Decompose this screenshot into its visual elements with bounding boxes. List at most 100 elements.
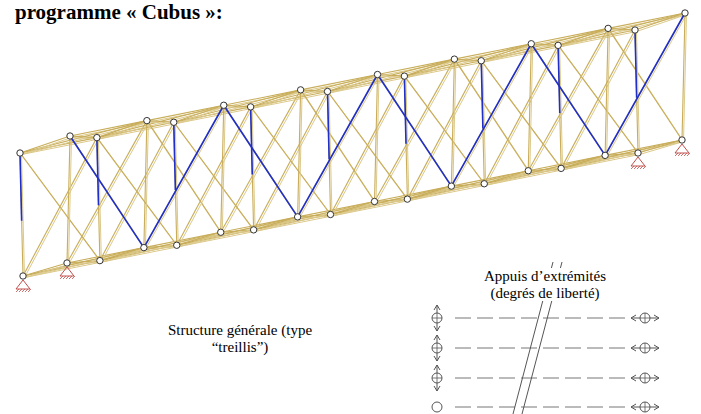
- truss-joint: [679, 137, 685, 143]
- truss-member: [481, 61, 484, 184]
- support-symbol: [631, 157, 645, 166]
- truss-member: [406, 61, 456, 78]
- truss-joint: [297, 87, 303, 93]
- arrow-head: [434, 386, 440, 391]
- support-hatch: [687, 153, 690, 156]
- bracing-member: [251, 107, 253, 175]
- truss-member: [605, 13, 685, 155]
- truss-member: [70, 136, 97, 138]
- truss-member: [98, 122, 148, 139]
- hinge-cross: [437, 373, 438, 383]
- arrow-head: [434, 326, 440, 331]
- truss-member: [409, 188, 453, 201]
- truss-joint: [174, 242, 180, 248]
- support-hatch: [19, 289, 22, 292]
- truss-member: [100, 248, 144, 261]
- truss-member: [560, 30, 610, 47]
- truss-member: [375, 59, 455, 201]
- bracing-member: [451, 44, 531, 186]
- truss-joint: [478, 58, 484, 64]
- arrow-head: [654, 345, 659, 351]
- bracing-member: [97, 138, 99, 206]
- truss-member: [635, 30, 638, 153]
- truss-joint: [555, 42, 561, 48]
- support-hatch: [678, 153, 681, 156]
- truss-member: [101, 234, 222, 262]
- truss-member: [178, 218, 299, 246]
- arrow-head: [631, 345, 636, 351]
- truss-member: [101, 249, 145, 262]
- truss-joint: [327, 211, 333, 217]
- truss-member: [67, 121, 147, 263]
- truss-member: [301, 90, 328, 92]
- truss-member: [563, 157, 607, 170]
- truss-member: [451, 44, 531, 186]
- support-hatch: [25, 289, 28, 292]
- support-symbol: [675, 144, 689, 153]
- truss-member: [558, 45, 561, 168]
- truss-member: [174, 122, 177, 245]
- truss-joint: [404, 196, 410, 202]
- truss-joint: [171, 119, 177, 125]
- support-hatch: [22, 289, 25, 292]
- hinge-symbol: [432, 343, 442, 353]
- truss-member: [147, 121, 174, 123]
- truss-member: [563, 142, 684, 170]
- truss-member: [252, 91, 302, 108]
- truss-member: [404, 76, 407, 199]
- axis-line: [455, 407, 630, 408]
- hinge-cross: [645, 373, 646, 383]
- truss-joint: [448, 183, 454, 189]
- hinge-cross: [645, 343, 646, 353]
- truss-joint: [528, 41, 534, 47]
- hinge-cross: [437, 343, 438, 353]
- hinge-symbol: [640, 373, 650, 383]
- truss-joint: [481, 181, 487, 187]
- arrow-head: [654, 315, 659, 321]
- bracing-member: [378, 75, 452, 187]
- truss-member: [67, 136, 70, 263]
- truss-member: [528, 28, 608, 170]
- truss-member: [97, 138, 100, 261]
- truss-member: [178, 234, 222, 247]
- hinge-symbol: [640, 313, 650, 323]
- truss-joint: [144, 117, 150, 123]
- support-hatch: [643, 166, 646, 169]
- truss-member: [682, 13, 685, 140]
- truss-member: [97, 121, 147, 138]
- dof-arrow: [437, 305, 438, 331]
- truss-member: [221, 105, 224, 232]
- bracing-member: [144, 105, 224, 247]
- support-hatch: [637, 166, 640, 169]
- truss-member: [20, 136, 70, 153]
- bracing-member: [605, 13, 685, 155]
- truss-joint: [558, 165, 564, 171]
- truss-member: [332, 203, 376, 216]
- hinge-cross: [437, 313, 438, 323]
- truss-joint: [141, 244, 147, 250]
- truss-member: [221, 90, 301, 232]
- truss-member: [20, 153, 100, 261]
- truss-member: [22, 138, 72, 155]
- hinge-cross: [645, 402, 646, 412]
- truss-member: [407, 171, 528, 199]
- truss-member: [454, 59, 481, 61]
- truss-joint: [97, 257, 103, 263]
- truss-joint: [451, 56, 457, 62]
- arrow-head: [631, 404, 636, 410]
- truss-joint: [401, 73, 407, 79]
- truss-member: [100, 232, 221, 260]
- bracing-member: [328, 92, 330, 160]
- truss-member: [298, 75, 378, 217]
- support-hatch: [675, 153, 678, 156]
- truss-member: [251, 107, 331, 215]
- support-hatch: [631, 166, 634, 169]
- truss-joint: [682, 10, 688, 16]
- truss-member: [531, 44, 605, 156]
- truss-joint: [371, 198, 377, 204]
- hinge-symbol: [432, 373, 442, 383]
- truss-joint: [94, 134, 100, 140]
- truss-member: [561, 140, 682, 168]
- truss-member: [607, 15, 687, 157]
- truss-joint: [525, 168, 531, 174]
